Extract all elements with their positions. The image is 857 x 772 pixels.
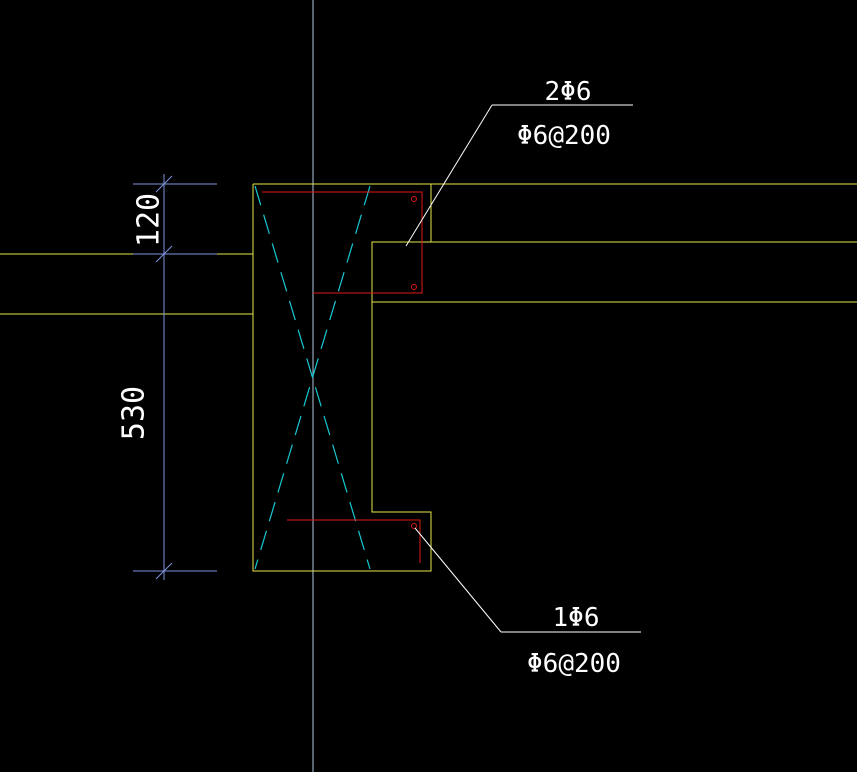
lower-leader-line [414,527,641,633]
upper-callout-line2: Φ6@200 [517,121,611,151]
left-slab-lines [0,253,253,315]
upper-leader-line [405,104,633,247]
rebar-dot-top-lower [411,284,417,290]
rebar-dot-top-upper [411,196,417,202]
bottom-rebar [287,519,421,563]
beam-section-outline [252,183,432,572]
dimension-label-120: 120 [132,193,167,247]
lower-callout-line1: 1Φ6 [553,603,600,633]
top-rebar [262,191,423,294]
dimension-label-530: 530 [117,386,152,440]
upper-callout-line1: 2Φ6 [545,77,592,107]
dimension-lines [133,174,217,580]
lower-callout-line2: Φ6@200 [527,649,621,679]
rebar-dot-bottom [411,523,417,529]
right-slab-lines [372,183,857,303]
section-cross-diagonals [254,185,371,570]
